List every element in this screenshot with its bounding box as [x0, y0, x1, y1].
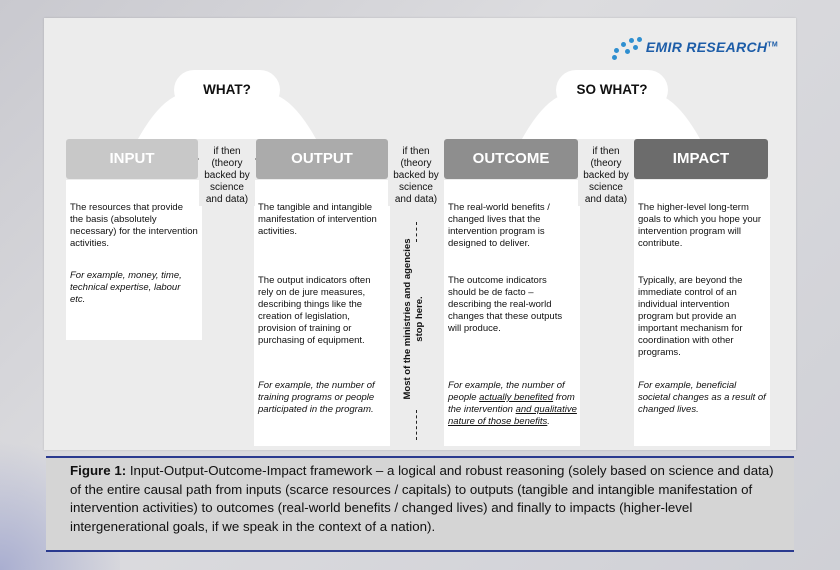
dashed-divider-bottom [416, 410, 417, 440]
caption-text: Figure 1: Input-Output-Outcome-Impact fr… [70, 463, 774, 534]
outcome-box: OUTCOME [444, 139, 578, 179]
output-indicators: The output indicators often rely on de j… [258, 275, 371, 346]
figure-caption: Figure 1: Input-Output-Outcome-Impact fr… [46, 456, 794, 552]
if-then-label-1: if then (theory backed by science and da… [199, 146, 255, 206]
impact-example: For example, beneficial societal changes… [638, 380, 766, 415]
outcome-column [444, 180, 580, 446]
output-example: For example, the number of training prog… [258, 380, 375, 415]
outcome-indicators: The outcome indicators should be de fact… [448, 275, 563, 334]
dashed-divider-top [416, 222, 417, 242]
outcome-definition: The real-world benefits / changed lives … [448, 202, 550, 249]
logo-text: EMIR RESEARCHTM [645, 39, 778, 55]
logo-dots-icon [611, 34, 642, 60]
input-column [66, 180, 202, 340]
output-box: OUTPUT [256, 139, 388, 179]
impact-definition: The higher-level long-term goals to whic… [638, 202, 762, 249]
emir-research-logo: EMIR RESEARCHTM [611, 34, 778, 60]
ministries-note: Most of the ministries and agencies stop… [402, 238, 425, 400]
impact-column [634, 180, 770, 446]
output-definition: The tangible and intangible manifestatio… [258, 202, 377, 237]
input-box: INPUT [66, 139, 198, 179]
outcome-example: For example, the number of people actual… [448, 380, 577, 427]
diagram-card: EMIR RESEARCHTM WHAT? SO WHAT? INPUT OUT… [44, 18, 796, 450]
if-then-label-3: if then (theory backed by science and da… [578, 146, 634, 206]
output-column [254, 180, 390, 446]
input-definition: The resources that provide the basis (ab… [70, 202, 198, 249]
if-then-label-2: if then (theory backed by science and da… [388, 146, 444, 206]
what-bubble: WHAT? [174, 70, 280, 110]
impact-indicators: Typically, are beyond the immediate cont… [638, 275, 743, 358]
input-example: For example, money, time, technical expe… [70, 270, 182, 305]
impact-box: IMPACT [634, 139, 768, 179]
so-what-bubble: SO WHAT? [556, 70, 668, 110]
